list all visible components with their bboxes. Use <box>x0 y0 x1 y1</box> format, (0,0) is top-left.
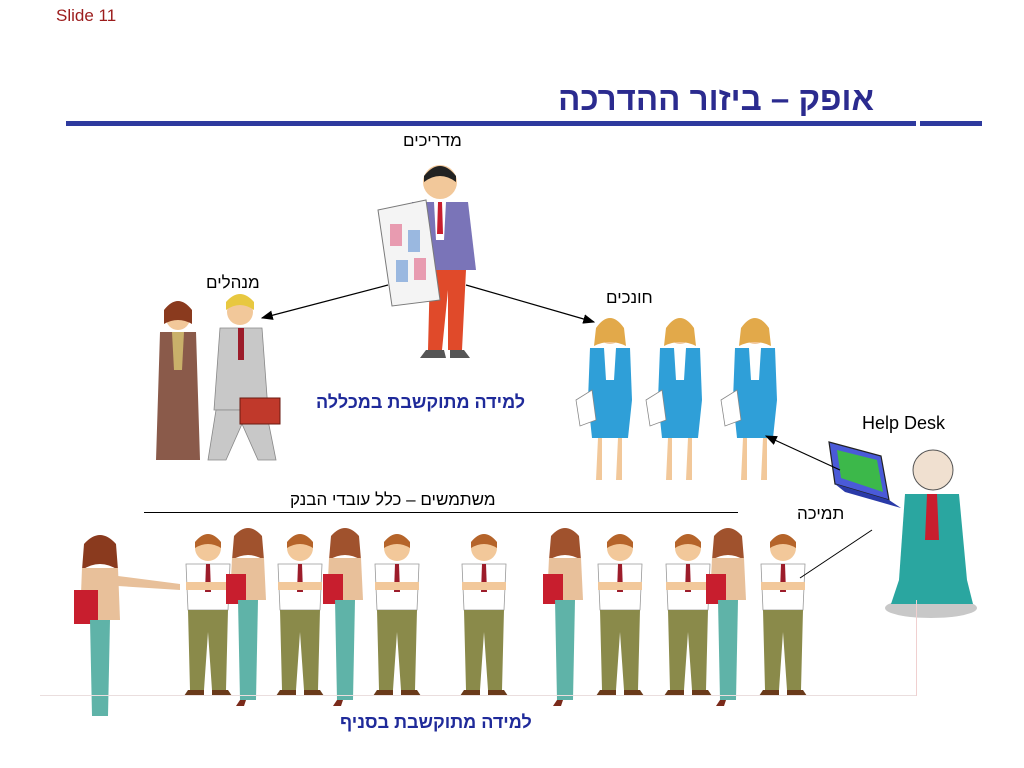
help-desk-label: Help Desk <box>862 413 946 433</box>
arrow-helpdesk-to-trainers <box>764 435 841 471</box>
employees-row-icon <box>74 528 808 716</box>
slide-number: Slide 11 <box>56 6 117 25</box>
presenter-man-icon <box>377 165 476 358</box>
branch-learning-label: למידה מתוקשבת בסניף <box>340 712 532 732</box>
business-couple-icon <box>156 294 281 461</box>
support-connector <box>799 529 873 579</box>
trainers-label: חונכים <box>606 288 653 307</box>
right-guide-line <box>916 600 917 696</box>
title-underline-end <box>920 121 982 126</box>
bottom-guide-line <box>40 695 916 696</box>
arrow-to-trainers <box>465 284 596 324</box>
page-title: אופק – ביזור ההדרכה <box>558 80 874 117</box>
title-underline <box>66 121 916 126</box>
instructors-label: מדריכים <box>403 131 462 150</box>
businesswomen-icon <box>575 317 778 481</box>
managers-label: מנהלים <box>206 273 260 292</box>
users-divider <box>144 512 738 513</box>
support-label: תמיכה <box>797 504 845 523</box>
arrow-to-managers <box>260 284 389 320</box>
users-label: משתמשים – כלל עובדי הבנק <box>290 490 496 509</box>
college-learning-label: למידה מתוקשבת במכללה <box>316 392 526 412</box>
laptop-man-icon <box>828 441 977 618</box>
